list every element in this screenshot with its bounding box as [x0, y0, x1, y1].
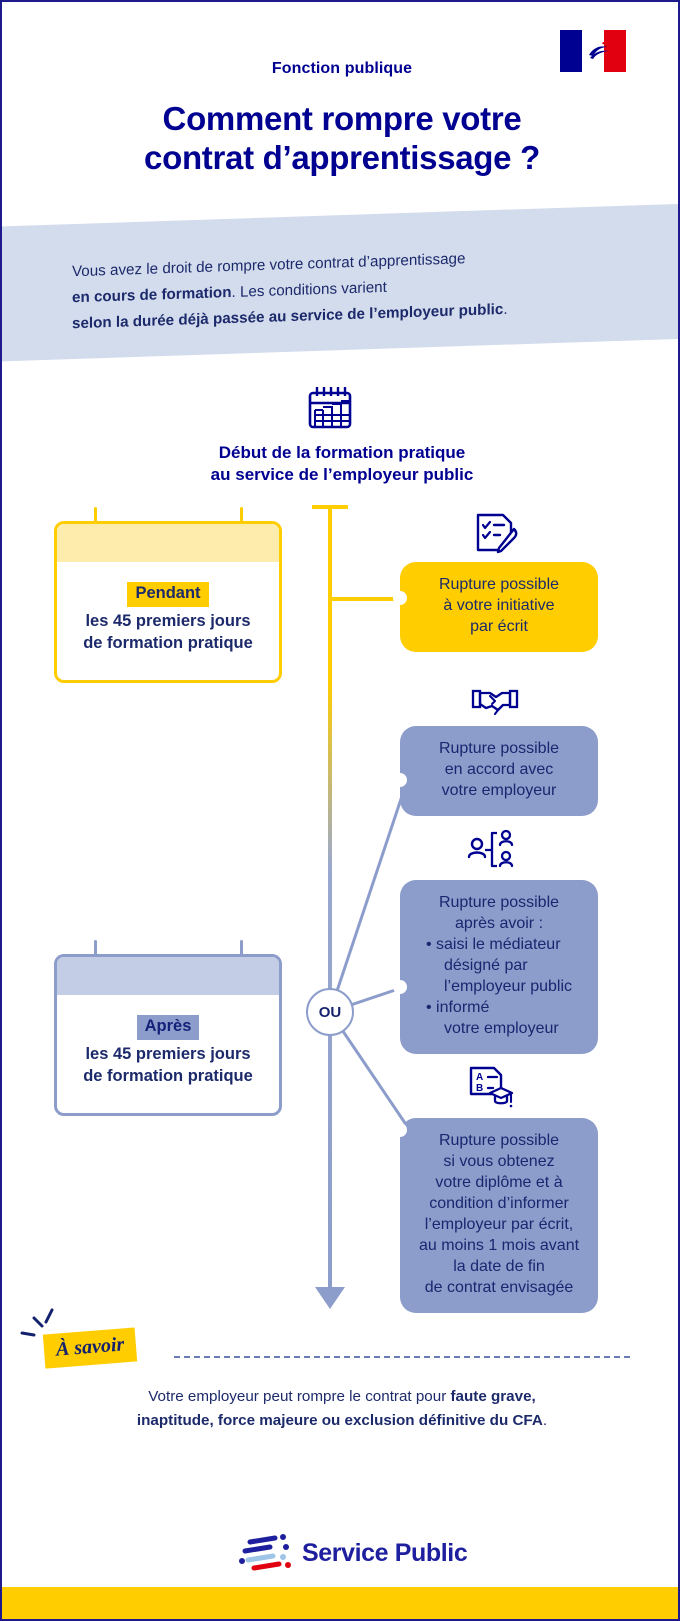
option-4-line-8: de contrat envisagée — [424, 1278, 574, 1296]
mediator-people-icon — [467, 829, 514, 868]
calendar-icon — [308, 387, 352, 429]
period-line-2: de formation pratique — [83, 1066, 253, 1085]
flag-blue-stripe — [560, 30, 582, 72]
marianne-icon — [589, 42, 610, 59]
note-line-2: . — [542, 1411, 548, 1429]
period-card-content: Après les 45 premiers jours de formation… — [57, 995, 279, 1113]
option-2-line-1: Rupture possible — [438, 740, 560, 757]
svg-text:B: B — [476, 1083, 483, 1094]
title-line-2: contrat d’apprentissage ? — [144, 138, 540, 176]
option-3-line-1: Rupture possible — [438, 894, 560, 911]
flag-red-stripe — [604, 30, 626, 72]
calendar-header-band — [57, 524, 279, 562]
french-flag-logo — [560, 30, 626, 72]
option-2-line-3: votre employeur — [441, 781, 557, 799]
option-4-line-6: au moins 1 mois avant — [418, 1236, 580, 1254]
period-card-content: Pendant les 45 premiers jours de formati… — [57, 562, 279, 680]
period-line-1: les 45 premiers jours — [85, 1044, 251, 1063]
timeline-start-line-2: au service de l’employeur public — [210, 464, 474, 484]
calendar-header-band — [57, 957, 279, 995]
option-4-line-2: si vous obtenez — [443, 1152, 555, 1170]
svg-text:A: A — [476, 1072, 483, 1083]
a-savoir-text: Votre employeur peut rompre le contrat p… — [62, 1385, 622, 1432]
note-bold-2: inaptitude, force majeure ou exclusion d… — [136, 1411, 543, 1429]
option-3-bullet-1: • saisi le médiateur désigné par l’emplo… — [425, 935, 573, 995]
option-4-line-3: votre diplôme et à — [435, 1173, 563, 1191]
timeline-spine — [328, 507, 332, 1293]
connector-dot — [393, 1123, 407, 1137]
intro-line-2: . Les conditions varient — [231, 278, 387, 302]
flag-white-stripe — [582, 30, 610, 72]
eyebrow-label: Fonction publique — [271, 60, 413, 77]
intro-line-3: . — [503, 301, 508, 319]
note-line-1: Votre employeur peut rompre le contrat p… — [148, 1388, 451, 1405]
period-line-1: les 45 premiers jours — [85, 611, 251, 630]
option-bubble-diplome: Rupture possible si vous obtenez votre d… — [393, 1118, 598, 1313]
sparkle-icon — [20, 1308, 54, 1337]
option-bubble-accord: Rupture possible en accord avec votre em… — [393, 726, 598, 816]
option-bubble-mediateur: Rupture possible après avoir : • saisi l… — [393, 880, 598, 1054]
bottom-accent-bar — [2, 1587, 678, 1619]
option-3-line-2: après avoir : — [454, 914, 544, 932]
service-public-brand: Service Public — [302, 1539, 468, 1567]
bullet-2-line-1: informé — [436, 998, 490, 1016]
arrow-down-icon — [315, 1287, 345, 1309]
note-bold-1: faute grave, — [450, 1388, 536, 1405]
period-card-body: Pendant les 45 premiers jours de formati… — [54, 521, 282, 684]
option-2-line-2: en accord avec — [444, 760, 554, 778]
a-savoir-badge: À savoir — [42, 1327, 138, 1369]
option-1-line-3: par écrit — [470, 617, 528, 635]
option-bubble-initiative: Rupture possible à votre initiative par … — [393, 562, 598, 652]
option-3-bullets: • saisi le médiateur désigné par l’emplo… — [426, 935, 572, 1040]
bullet-1-line-1: saisi le médiateur — [436, 935, 561, 953]
period-card-body: Après les 45 premiers jours de formation… — [54, 954, 282, 1117]
timeline-start-title: Début de la formation pratique au servic… — [2, 442, 678, 486]
option-4-line-4: condition d’informer — [429, 1194, 569, 1212]
checklist-pen-icon — [476, 513, 518, 554]
period-highlight: Après — [136, 1015, 200, 1040]
bullet-1-line-2: désigné par — [443, 956, 528, 974]
option-3-bullet-2: • informé votre employeur — [425, 998, 559, 1037]
option-4-line-7: la date de fin — [453, 1257, 545, 1275]
service-public-logo-icon — [239, 1534, 291, 1571]
option-4-line-1: Rupture possible — [438, 1132, 560, 1149]
connector-dot — [393, 980, 407, 994]
ou-label: OU — [318, 1003, 342, 1021]
connector-dot — [393, 591, 407, 605]
title-line-1: Comment rompre votre — [162, 100, 522, 137]
period-highlight: Pendant — [127, 582, 209, 607]
intro-bold-1: en cours de formation — [72, 284, 232, 307]
bullet-1-line-3: l’employeur public — [443, 977, 573, 995]
period-line-2: de formation pratique — [83, 633, 253, 652]
connector-dot — [393, 773, 407, 787]
option-1-line-1: Rupture possible — [438, 576, 560, 593]
handshake-icon — [471, 689, 519, 716]
timeline-start-line-1: Début de la formation pratique — [218, 443, 466, 462]
diploma-graduation-icon: A B — [469, 1066, 514, 1108]
option-4-line-5: l’employeur par écrit, — [424, 1215, 574, 1233]
dashed-divider — [174, 1356, 630, 1358]
bullet-2-line-2: votre employeur — [443, 1019, 559, 1037]
option-1-line-2: à votre initiative — [443, 596, 555, 614]
ou-hub: OU — [306, 988, 354, 1036]
page-title: Comment rompre votre contrat d’apprentis… — [2, 100, 678, 178]
connector-to-option-2 — [328, 780, 409, 1013]
